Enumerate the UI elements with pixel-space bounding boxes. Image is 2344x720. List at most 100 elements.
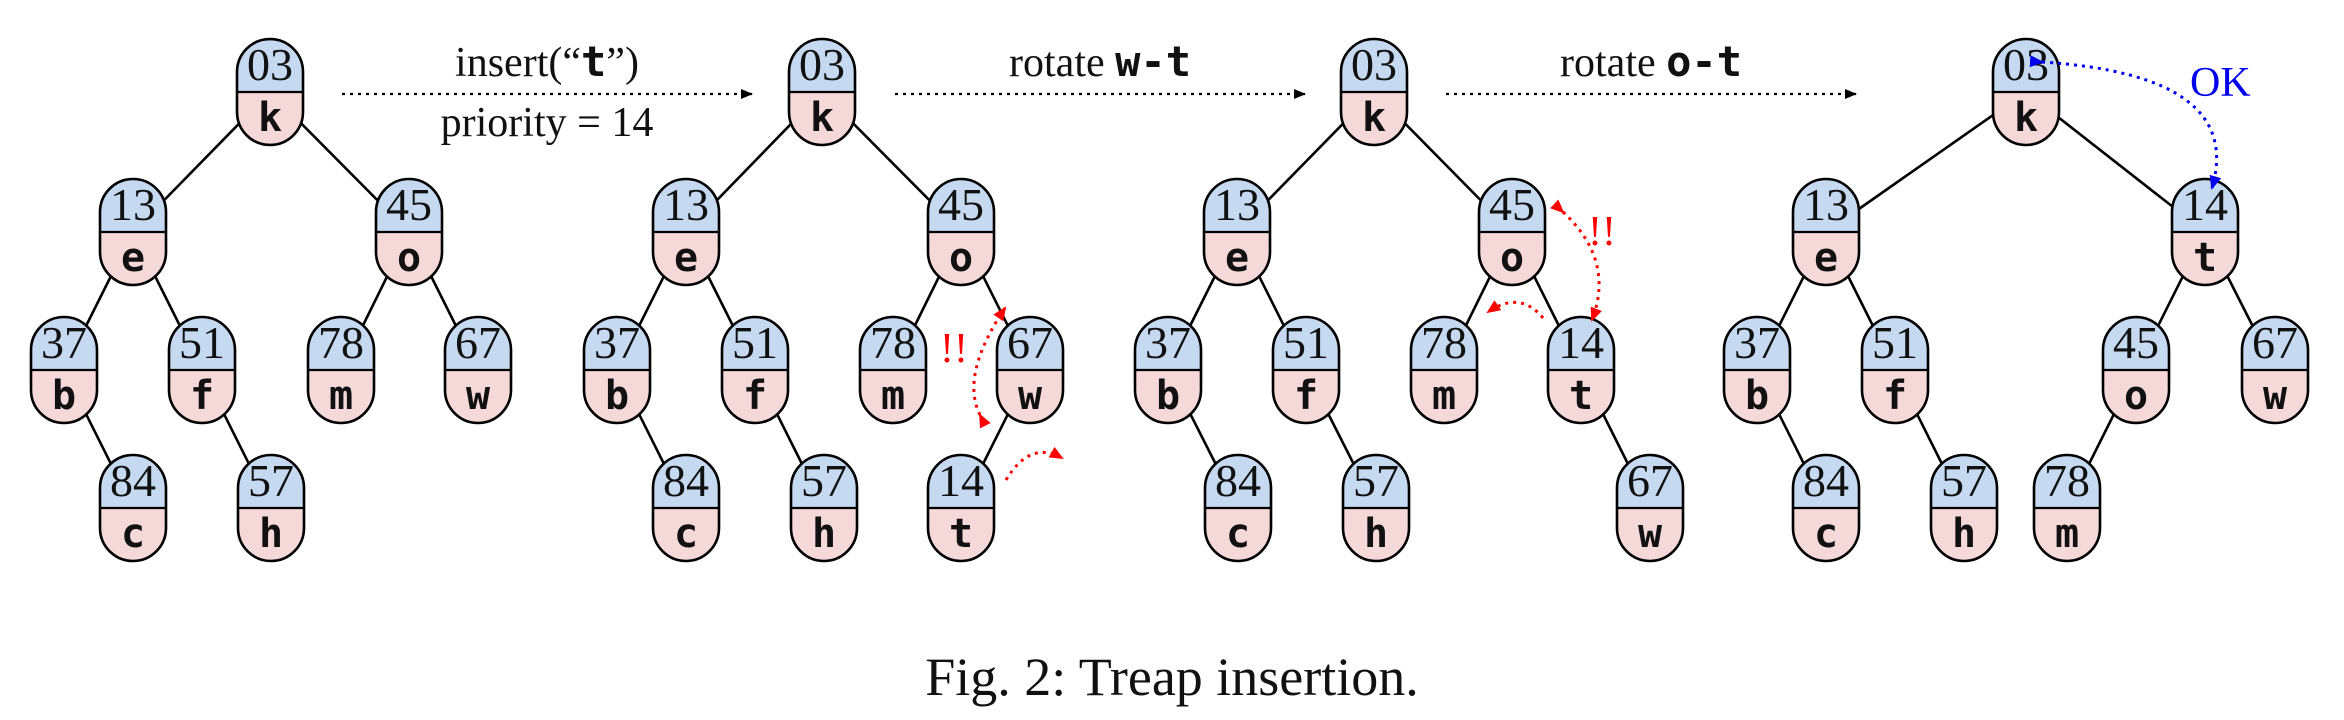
- ok-label: OK: [2190, 60, 2251, 106]
- node-priority: 14: [2182, 179, 2228, 230]
- node-key: o: [397, 235, 421, 281]
- priority-cell: [997, 317, 1063, 370]
- node-key: m: [881, 373, 905, 419]
- node-priority: 03: [799, 39, 845, 90]
- node-key: c: [1814, 511, 1838, 557]
- key-cell: [100, 508, 166, 561]
- key-cell: [928, 508, 994, 561]
- node-priority: 13: [663, 179, 709, 230]
- priority-cell: [2242, 317, 2308, 370]
- node-b: 37b: [29, 315, 99, 425]
- node-priority: 84: [110, 455, 156, 506]
- priority-cell: [100, 179, 166, 232]
- swap-arrow-o-t: [1550, 199, 1602, 322]
- node-priority: 67: [455, 317, 501, 368]
- key-cell: [928, 232, 994, 285]
- node-key: h: [259, 511, 283, 557]
- node-priority: 51: [732, 317, 778, 368]
- node-outline: [374, 177, 444, 287]
- key-cell: [2172, 232, 2238, 285]
- node-key: k: [258, 95, 282, 141]
- node-priority: 67: [1007, 317, 1053, 368]
- step-label-rotate-w-t: rotate w-t: [1009, 37, 1191, 86]
- node-key: f: [1883, 373, 1907, 419]
- node-outline: [1722, 315, 1792, 425]
- node-outline: [720, 315, 790, 425]
- node-outline: [443, 315, 513, 425]
- key-cell: [1343, 508, 1409, 561]
- node-key: o: [1500, 235, 1524, 281]
- step-label-insert: insert(“t”): [455, 37, 639, 86]
- node-k: 03k: [235, 37, 305, 147]
- step-label-insert-key: t: [581, 37, 606, 86]
- node-outline: [2101, 315, 2171, 425]
- node-outline: [1409, 315, 1479, 425]
- node-c: 84c: [1203, 453, 1273, 563]
- node-key: w: [466, 373, 491, 419]
- key-cell: [1793, 232, 1859, 285]
- node-w: 67 w: [995, 315, 1065, 425]
- node-key: e: [121, 235, 145, 281]
- priority-cell: [1617, 455, 1683, 508]
- node-priority: 13: [1803, 179, 1849, 230]
- rotate-hint-arrow-1: [1004, 446, 1064, 481]
- key-cell: [1205, 508, 1271, 561]
- step-label-rotate-o-t-code: o-t: [1666, 37, 1742, 86]
- node-outline: [582, 315, 652, 425]
- key-cell: [445, 370, 511, 423]
- node-key: o: [2124, 373, 2148, 419]
- priority-cell: [169, 317, 235, 370]
- node-b: 37b: [1133, 315, 1203, 425]
- priority-cell: [31, 317, 97, 370]
- node-priority: 03: [2003, 39, 2049, 90]
- node-outline: [1133, 315, 1203, 425]
- node-key: f: [743, 373, 767, 419]
- node-key: k: [2014, 95, 2038, 141]
- node-c: 84c: [651, 453, 721, 563]
- priority-cell: [1724, 317, 1790, 370]
- node-outline: [2032, 453, 2102, 563]
- node-key: t: [949, 511, 973, 557]
- node-key: c: [1226, 511, 1250, 557]
- node-priority: 57: [1353, 455, 1399, 506]
- node-e: 13e: [651, 177, 721, 287]
- node-h: 57h: [1929, 453, 1999, 563]
- node-outline: [1203, 453, 1273, 563]
- node-key: m: [329, 373, 353, 419]
- key-cell: [2103, 370, 2169, 423]
- node-priority: 37: [1145, 317, 1191, 368]
- step-label-rotate-o-t: rotate o-t: [1560, 37, 1742, 86]
- node-outline: [1202, 177, 1272, 287]
- node-key: w: [1018, 373, 1043, 419]
- node-priority: 67: [1627, 455, 1673, 506]
- key-cell: [1411, 370, 1477, 423]
- node-b: 37b: [1722, 315, 1792, 425]
- key-cell: [997, 370, 1063, 423]
- priority-cell: [1931, 455, 1997, 508]
- alert-mark-1: !!: [940, 326, 968, 372]
- node-key: h: [812, 511, 836, 557]
- node-priority: 45: [386, 179, 432, 230]
- priority-cell: [789, 39, 855, 92]
- key-cell: [1793, 508, 1859, 561]
- node-w: 67w: [1615, 453, 1685, 563]
- node-outline: [2240, 315, 2310, 425]
- node-priority: 14: [938, 455, 984, 506]
- priority-cell: [2034, 455, 2100, 508]
- node-m: 78m: [1409, 315, 1479, 425]
- priority-cell: [860, 317, 926, 370]
- node-outline: [1929, 453, 1999, 563]
- node-outline: [926, 453, 996, 563]
- node-priority: 57: [1941, 455, 1987, 506]
- priority-cell: [2103, 317, 2169, 370]
- node-outline: [789, 453, 859, 563]
- key-cell: [237, 92, 303, 145]
- node-outline: [1860, 315, 1930, 425]
- key-cell: [1135, 370, 1201, 423]
- priority-cell: [376, 179, 442, 232]
- key-cell: [1273, 370, 1339, 423]
- node-priority: 78: [1421, 317, 1467, 368]
- priority-cell: [722, 317, 788, 370]
